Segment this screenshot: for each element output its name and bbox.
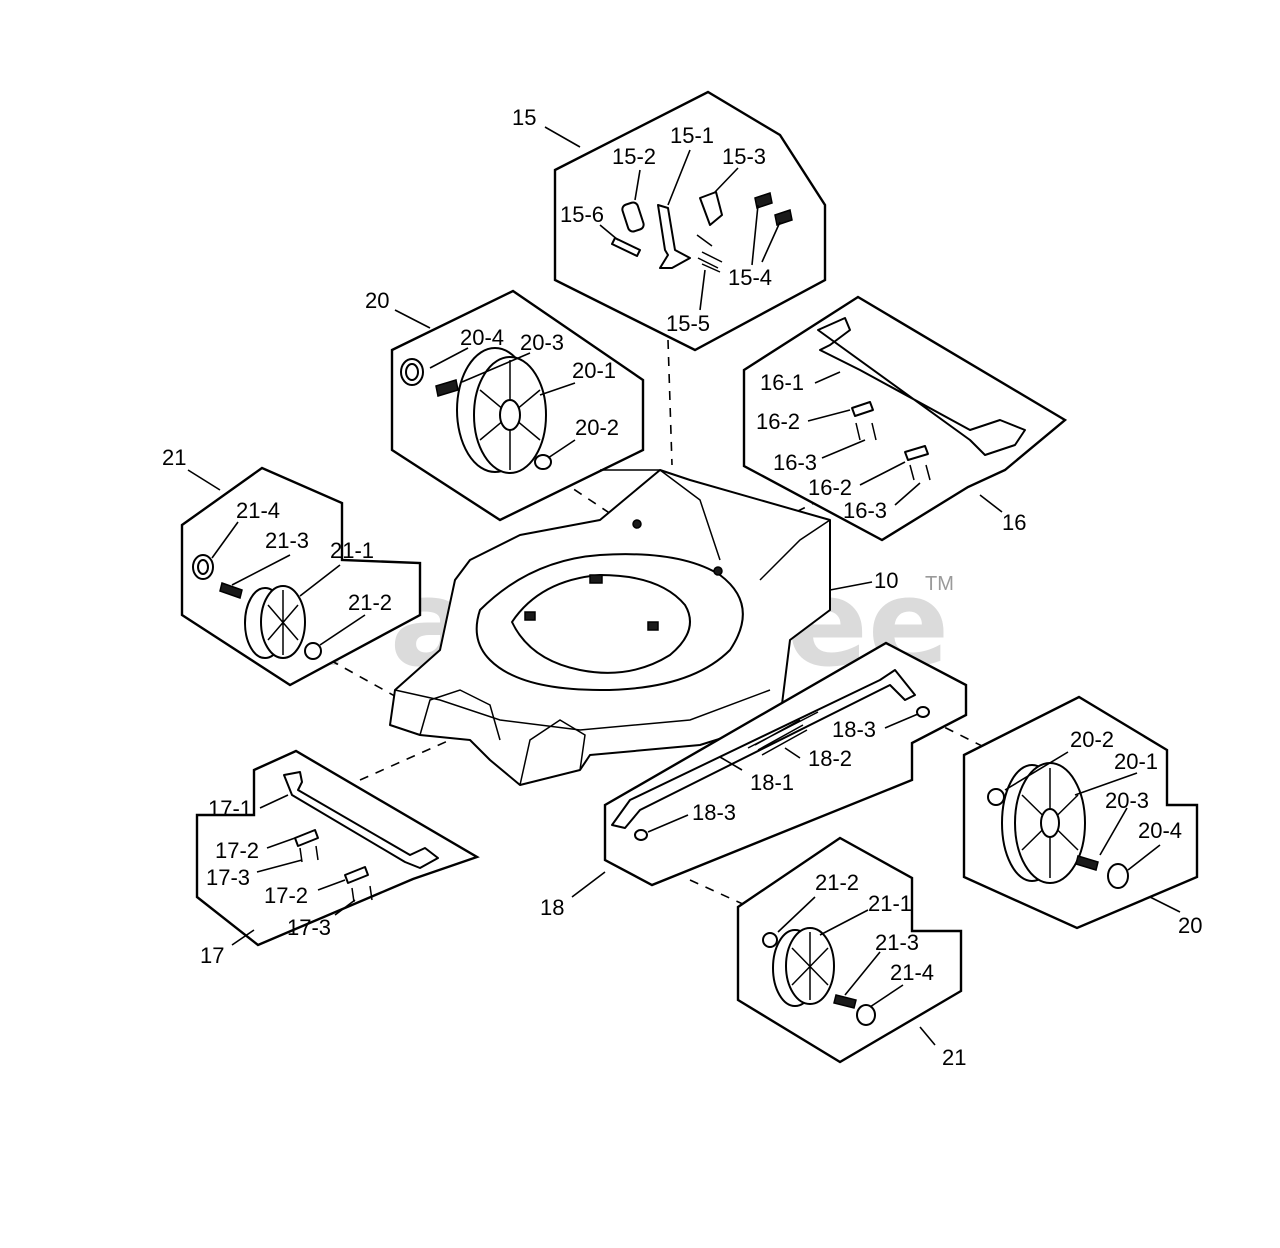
callout-labels: 15 15-1 15-2 15-3 15-6 15-4 15-5 20 20-4…	[162, 105, 1202, 1070]
callout-20-2-top: 20-2	[575, 415, 619, 440]
callout-16-2a: 16-2	[756, 409, 800, 434]
part-21-4-bottom	[856, 1004, 876, 1026]
part-15-4	[754, 192, 793, 226]
callout-21-3-left: 21-3	[265, 528, 309, 553]
callout-17-2b: 17-2	[264, 883, 308, 908]
callout-17-3a: 17-3	[206, 865, 250, 890]
callout-15-2: 15-2	[612, 144, 656, 169]
part-20-4-right	[1107, 863, 1129, 889]
panel-21-left	[180, 466, 422, 687]
part-16-2b	[904, 445, 929, 461]
callout-20-4-top: 20-4	[460, 325, 504, 350]
panel-20-right	[962, 695, 1199, 930]
callout-21-bottom: 21	[942, 1045, 966, 1070]
part-21-2-left	[304, 642, 322, 660]
callout-16: 16	[1002, 510, 1026, 535]
part-17-2b	[344, 866, 369, 884]
part-18-3b	[634, 829, 648, 841]
callout-15-4: 15-4	[728, 265, 772, 290]
part-20-1-right	[1001, 762, 1086, 884]
part-21-2-bottom	[762, 932, 778, 948]
callout-20-4-right: 20-4	[1138, 818, 1182, 843]
part-20-2-right	[987, 788, 1005, 806]
callout-18: 18	[540, 895, 564, 920]
part-17-1	[283, 771, 439, 869]
part-21-1-bottom	[772, 927, 835, 1007]
callout-15-3: 15-3	[722, 144, 766, 169]
callout-16-3b: 16-3	[843, 498, 887, 523]
callout-15-6: 15-6	[560, 202, 604, 227]
part-15-5	[696, 234, 723, 273]
callout-21-3-bottom: 21-3	[875, 930, 919, 955]
panel-21-bottom	[736, 836, 963, 1064]
part-15-6	[611, 237, 641, 257]
callout-21-1-bottom: 21-1	[868, 891, 912, 916]
part-21-1-left	[244, 585, 306, 659]
callout-21-4-left: 21-4	[236, 498, 280, 523]
panel-15	[544, 90, 827, 352]
callout-17-2a: 17-2	[215, 838, 259, 863]
panel-18	[571, 641, 968, 898]
part-15-2	[621, 201, 645, 233]
part-18-2	[747, 711, 819, 756]
callout-21-left: 21	[162, 445, 186, 470]
callout-15-1: 15-1	[670, 123, 714, 148]
callout-20-right: 20	[1178, 913, 1202, 938]
callout-16-1: 16-1	[760, 370, 804, 395]
part-16-3a	[855, 422, 877, 441]
part-15-3	[699, 191, 723, 226]
callout-20-top: 20	[365, 288, 389, 313]
callout-10: 10	[874, 568, 898, 593]
callout-17-1: 17-1	[208, 796, 252, 821]
callout-17-3b: 17-3	[287, 915, 331, 940]
panel-17	[195, 749, 480, 947]
part-18-3a	[916, 706, 930, 718]
callout-16-3a: 16-3	[773, 450, 817, 475]
part-17-3b	[351, 885, 373, 903]
part-16-3b	[909, 464, 931, 481]
part-20-1-top	[456, 347, 547, 474]
panel-20-top	[390, 289, 645, 522]
watermark-trademark: TM	[925, 573, 954, 595]
callout-20-3-top: 20-3	[520, 330, 564, 355]
callout-20-2-right: 20-2	[1070, 727, 1114, 752]
callout-15-5: 15-5	[666, 311, 710, 336]
callout-16-2b: 16-2	[808, 475, 852, 500]
callout-20-3-right: 20-3	[1105, 788, 1149, 813]
part-21-3-left	[219, 582, 243, 599]
part-16-1	[817, 317, 1026, 456]
callout-18-2: 18-2	[808, 746, 852, 771]
part-20-3-right	[1075, 855, 1099, 871]
part-17-2a	[294, 829, 319, 847]
part-10-deck	[389, 469, 873, 786]
callout-15: 15	[512, 105, 536, 130]
part-18-1	[611, 669, 916, 829]
callout-18-3b: 18-3	[692, 800, 736, 825]
callout-21-2-left: 21-2	[348, 590, 392, 615]
callout-20-1-right: 20-1	[1114, 749, 1158, 774]
part-21-3-bottom	[833, 994, 857, 1009]
panel-16	[742, 295, 1068, 542]
part-15-1	[657, 204, 691, 269]
callout-21-4-bottom: 21-4	[890, 960, 934, 985]
callout-17: 17	[200, 943, 224, 968]
callout-18-3a: 18-3	[832, 717, 876, 742]
part-16-2a	[851, 401, 874, 417]
callout-21-2-bottom: 21-2	[815, 870, 859, 895]
callout-18-1: 18-1	[750, 770, 794, 795]
callout-20-1-top: 20-1	[572, 358, 616, 383]
part-20-2-top	[534, 454, 552, 470]
callout-21-1-left: 21-1	[330, 538, 374, 563]
